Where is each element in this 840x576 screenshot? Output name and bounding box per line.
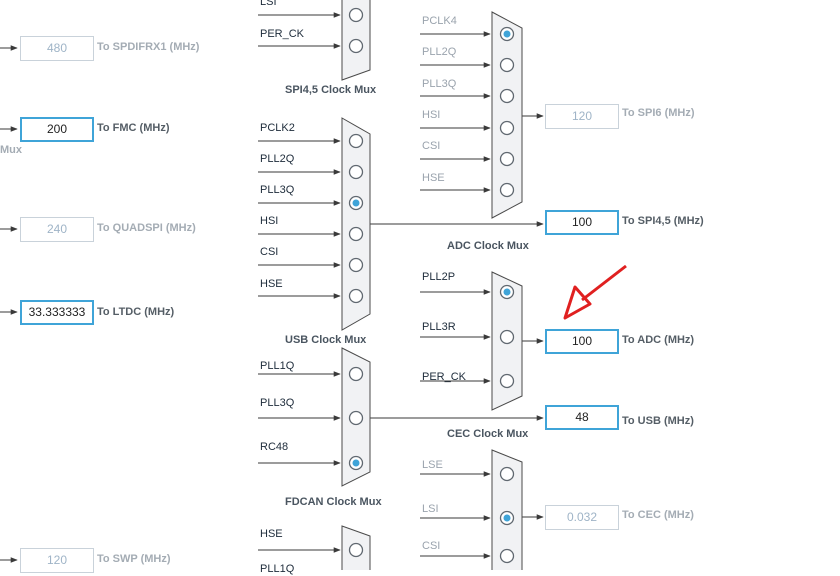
adc-label: To ADC (MHz)	[622, 334, 695, 346]
adc-mux-caption: ADC Clock Mux	[447, 240, 529, 252]
annotation-arrow	[563, 264, 627, 320]
usb-label: To USB (MHz)	[622, 415, 694, 427]
spi6-radio-4[interactable]	[499, 151, 515, 167]
top-left-input-0: LSI	[260, 0, 277, 8]
cec-radio-1-dot	[503, 514, 511, 522]
top_left-radio-0[interactable]	[348, 7, 364, 23]
spi45-radio-5[interactable]	[348, 288, 364, 304]
adc-freq-box[interactable]: 100	[545, 329, 619, 354]
spi45-mux-caption: SPI4,5 Clock Mux	[285, 84, 377, 96]
usb-mux-caption: USB Clock Mux	[285, 334, 367, 346]
swp-label: To SWP (MHz)	[97, 553, 171, 565]
adc-input-0: PLL2P	[422, 271, 456, 283]
adc-radio-1[interactable]	[499, 329, 515, 345]
spi6-label: To SPI6 (MHz)	[622, 107, 695, 119]
cec-radio-0[interactable]	[499, 466, 515, 482]
fdcan-input-0: HSE	[260, 528, 283, 540]
cec-input-0: LSE	[422, 459, 443, 471]
fdcan-mux-caption: FDCAN Clock Mux	[285, 496, 382, 508]
spi6-radio-5[interactable]	[499, 182, 515, 198]
spi45-freq-box[interactable]: 100	[545, 210, 619, 235]
spi45-radio-3[interactable]	[348, 226, 364, 242]
usb-radio-2-dot	[352, 459, 360, 467]
spi6-radio-0-dot	[503, 30, 511, 38]
cec-radio-2[interactable]	[499, 548, 515, 564]
mux-caption-fragment: Mux	[0, 144, 22, 156]
spi6-input-1: PLL2Q	[422, 46, 457, 58]
fdcan_partial-radio-0[interactable]	[348, 542, 364, 558]
swp-freq-box[interactable]: 120	[20, 548, 94, 573]
spi45-radio-1[interactable]	[348, 164, 364, 180]
cec-label: To CEC (MHz)	[622, 509, 694, 521]
cec-input-2: CSI	[422, 540, 441, 552]
adc-input-2: PER_CK	[422, 371, 467, 383]
spi6-input-2: PLL3Q	[422, 78, 457, 90]
ltdc-label: To LTDC (MHz)	[97, 306, 175, 318]
ltdc-freq-box[interactable]: 33.333333	[20, 300, 94, 325]
spi6-input-0: PCLK4	[422, 15, 457, 27]
spdifrx1-label: To SPDIFRX1 (MHz)	[97, 41, 200, 53]
spi6-input-3: HSI	[422, 109, 441, 121]
spi45-input-3: HSI	[260, 215, 279, 227]
spi6-input-4: CSI	[422, 140, 441, 152]
usb-input-0: PLL1Q	[260, 360, 295, 372]
usb-radio-0[interactable]	[348, 366, 364, 382]
adc-input-1: PLL3R	[422, 321, 456, 333]
spi45-radio-0[interactable]	[348, 133, 364, 149]
fmc-freq-box[interactable]: 200	[20, 117, 94, 142]
adc-radio-2[interactable]	[499, 373, 515, 389]
usb-freq-box[interactable]: 48	[545, 405, 619, 430]
spi45-input-5: HSE	[260, 278, 283, 290]
spi45-input-0: PCLK2	[260, 122, 295, 134]
spdifrx1-freq-box[interactable]: 480	[20, 36, 94, 61]
usb-radio-1[interactable]	[348, 410, 364, 426]
spi6-mux	[491, 11, 523, 219]
spi45-input-2: PLL3Q	[260, 184, 295, 196]
fmc-label: To FMC (MHz)	[97, 122, 170, 134]
spi6-freq-box[interactable]: 120	[545, 104, 619, 129]
spi6-radio-2[interactable]	[499, 88, 515, 104]
spi6-input-5: HSE	[422, 172, 445, 184]
spi6-radio-1[interactable]	[499, 57, 515, 73]
spi45-input-4: CSI	[260, 246, 279, 258]
usb-input-1: PLL3Q	[260, 397, 295, 409]
spi45-radio-4[interactable]	[348, 257, 364, 273]
cec-freq-box[interactable]: 0.032	[545, 505, 619, 530]
spi6-radio-3[interactable]	[499, 120, 515, 136]
quadspi-freq-box[interactable]: 240	[20, 217, 94, 242]
quadspi-label: To QUADSPI (MHz)	[97, 222, 196, 234]
spi45-input-1: PLL2Q	[260, 153, 295, 165]
adc-radio-0-dot	[503, 288, 511, 296]
top_left-radio-1[interactable]	[348, 38, 364, 54]
top-left-input-1: PER_CK	[260, 28, 305, 40]
cec-input-1: LSI	[422, 503, 439, 515]
usb-input-2: RC48	[260, 441, 289, 453]
cec-mux-caption: CEC Clock Mux	[447, 428, 529, 440]
spi45-label: To SPI4,5 (MHz)	[622, 215, 704, 227]
cec-mux	[491, 449, 523, 570]
spi45-radio-2-dot	[352, 199, 360, 207]
